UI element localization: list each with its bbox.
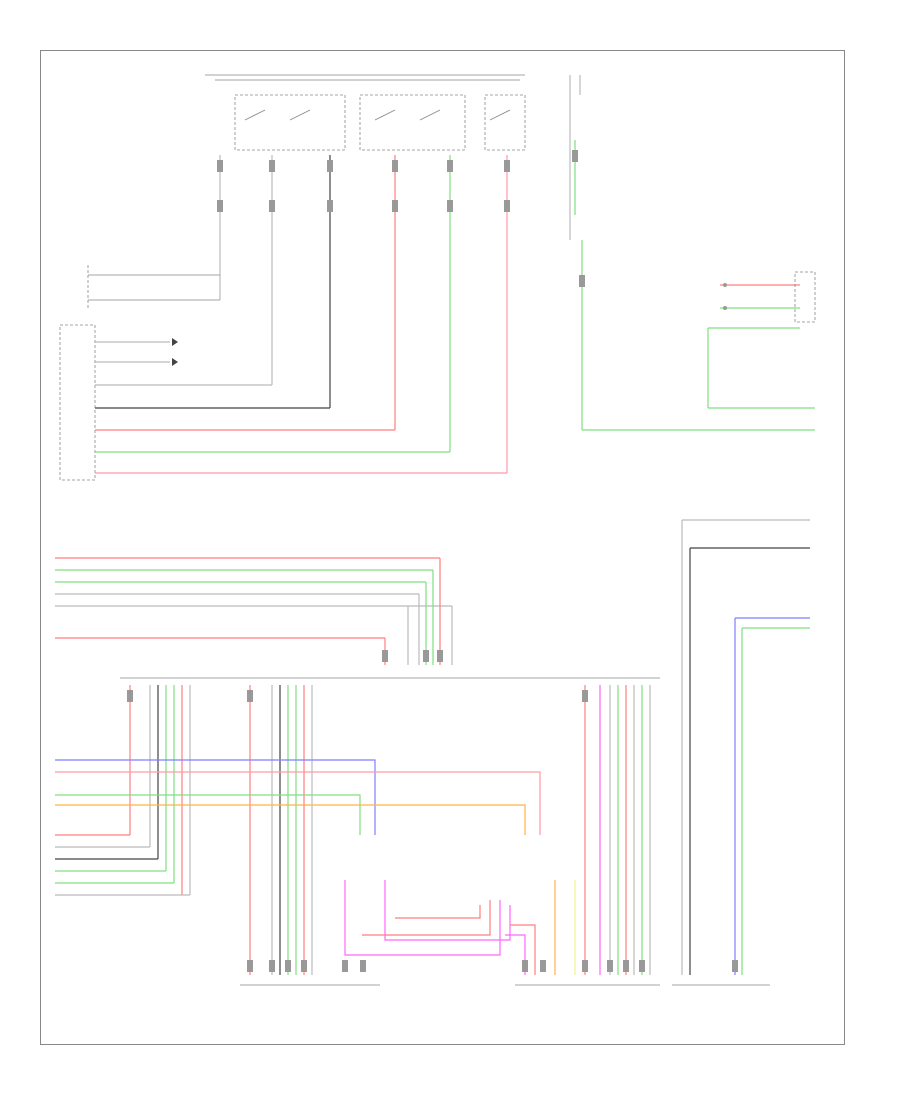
left-arrows (172, 338, 178, 366)
lower-bundle-left (55, 685, 191, 896)
right-vertical-harness (681, 519, 810, 975)
middle-harness (55, 557, 660, 679)
cross-wires (55, 759, 541, 835)
left-module-wires (95, 341, 507, 474)
right-block-marks (572, 150, 727, 310)
top-switch-assembly (205, 74, 526, 151)
right-top-block (569, 75, 816, 431)
diagram-frame (40, 50, 845, 1045)
lower-bundle-mid (249, 685, 313, 975)
lower-bundle-right (554, 685, 651, 975)
top-connector-marks (217, 160, 510, 212)
connector-pins (127, 650, 738, 972)
left-module (59, 265, 220, 481)
top-switch-wires (219, 155, 508, 473)
lower-crossovers (344, 880, 536, 975)
